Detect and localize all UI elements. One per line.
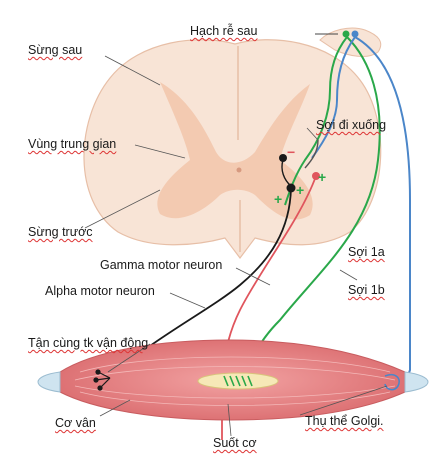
label-motor-end-plate: Tận cùng tk vận động: [28, 336, 149, 350]
muscle-striations: [74, 356, 396, 406]
label-fiber-1a: Sợi 1a: [348, 245, 385, 259]
label-ventral-horn: Sừng trước: [28, 225, 93, 239]
label-skeletal-muscle: Cơ vân: [55, 416, 96, 430]
sign-plus-2: +: [296, 182, 305, 198]
spinal-cord: [83, 39, 382, 259]
ganglion-cell-1b: [351, 30, 359, 38]
label-dorsal-root-ganglion: Hạch rễ sau: [190, 24, 258, 38]
label-gamma-motor-neuron: Gamma motor neuron: [100, 258, 223, 272]
gamma-soma: [312, 172, 320, 180]
sign-plus-1: +: [274, 191, 283, 207]
label-dorsal-horn: Sừng sau: [28, 43, 83, 57]
label-alpha-motor-neuron: Alpha motor neuron: [45, 284, 155, 298]
descending-fiber-path: [304, 139, 319, 169]
fiber-1a-path: [245, 36, 381, 379]
motor-end-plate: [93, 369, 111, 391]
sign-plus-3: +: [318, 169, 327, 185]
alpha-soma: [286, 183, 296, 193]
central-canal: [236, 167, 242, 173]
label-fiber-1b: Sợi 1b: [348, 283, 385, 297]
sign-minus: −: [287, 144, 296, 160]
muscle-spindle: [197, 372, 279, 390]
leader-lines: [84, 55, 388, 437]
golgi-receptor: [384, 373, 400, 391]
interneuron-axon: [281, 159, 292, 187]
label-muscle-spindle: Suốt cơ: [213, 436, 257, 450]
label-descending-fiber: Sợi đi xuống: [316, 118, 387, 132]
label-intermediate-zone: Vùng trung gian: [28, 137, 117, 151]
interneuron-soma: [279, 154, 287, 162]
label-golgi-receptor: Thụ thể Golgi.: [305, 414, 384, 428]
spinal-cord-outline: [83, 39, 382, 259]
gray-matter: [157, 82, 313, 220]
ganglion-cell-1a: [342, 30, 350, 38]
